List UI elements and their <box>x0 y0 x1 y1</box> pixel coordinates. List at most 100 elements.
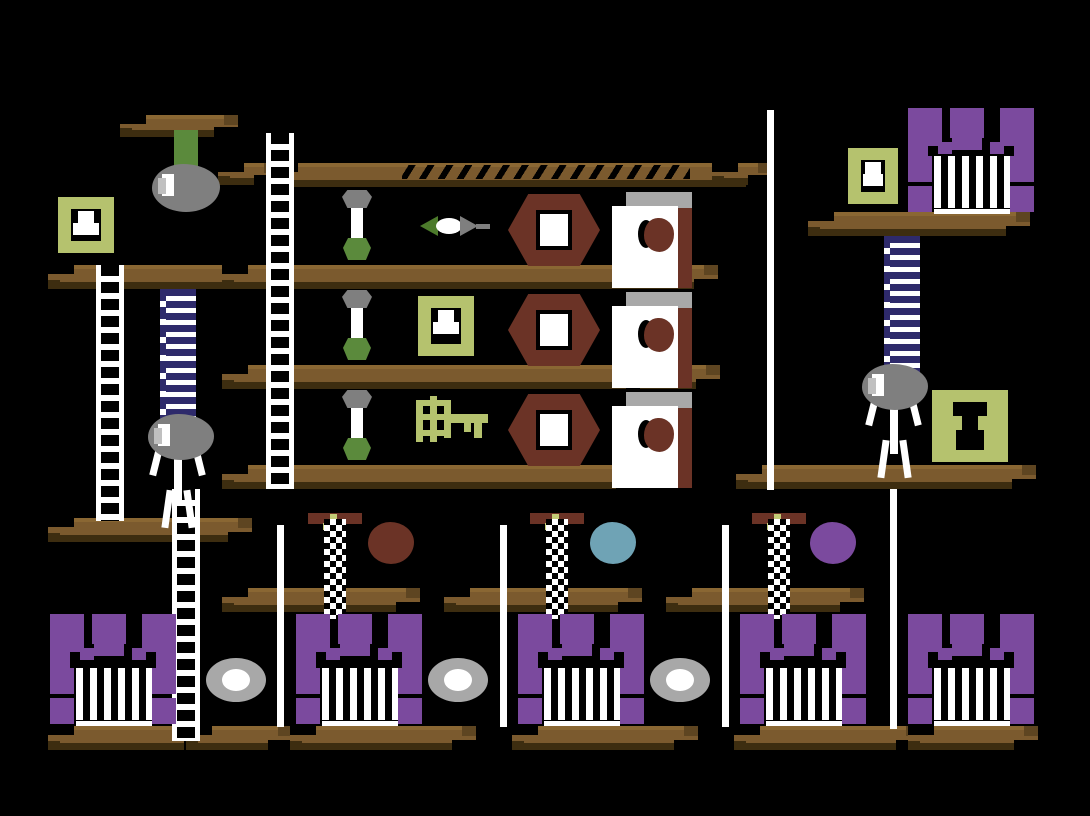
gate-bottom-4-frame-right-low <box>842 698 866 724</box>
hexagon-row2-group[interactable] <box>508 294 600 366</box>
pickup-key[interactable] <box>416 396 488 446</box>
ball-purple[interactable] <box>810 522 856 564</box>
gate-bottom-2-arch-block <box>296 614 330 644</box>
platform-highlight <box>444 588 642 592</box>
platform-hatching <box>402 165 690 179</box>
item-box-left-top[interactable] <box>58 197 114 253</box>
gate-bottom-4-arch-block <box>822 648 836 660</box>
platform-right-notch <box>840 602 864 612</box>
ladder-bottom[interactable] <box>172 489 200 741</box>
ball-blue[interactable] <box>590 522 636 564</box>
ground-e <box>734 726 920 750</box>
rope-right[interactable] <box>884 236 920 372</box>
ring-2[interactable] <box>428 658 488 702</box>
platform-shadow <box>908 743 1038 750</box>
platform-shadow <box>736 482 1036 489</box>
keyhole-plaque[interactable] <box>932 390 1008 462</box>
boulder-player-right[interactable] <box>862 364 928 410</box>
pole-right-vert[interactable] <box>890 489 897 729</box>
platform-highlight <box>222 365 650 369</box>
hexagon-row1-group[interactable] <box>508 194 600 266</box>
checker-pole-c[interactable] <box>768 519 790 619</box>
item-box-mid[interactable] <box>418 296 474 356</box>
platform-left-underside <box>222 480 234 489</box>
gate-bottom-3-arch <box>518 614 644 668</box>
pickup-key-bow-cross <box>416 414 451 420</box>
pole-low-a[interactable] <box>277 525 284 727</box>
platform-right-notch <box>396 602 420 612</box>
ball-brown[interactable] <box>368 522 414 564</box>
checker-pole-c-group[interactable] <box>744 513 814 627</box>
spring-post-row2[interactable] <box>342 290 372 362</box>
checker-pole-b[interactable] <box>546 519 568 619</box>
platform-shadow <box>222 482 640 489</box>
gate-bottom-3[interactable] <box>518 614 644 726</box>
ring-3[interactable] <box>650 658 710 702</box>
crate-row2-lid <box>626 292 692 308</box>
ladder-left-long[interactable] <box>96 265 124 521</box>
gate-bottom-4-bars <box>766 668 842 720</box>
spring-post-row1[interactable] <box>342 190 372 262</box>
player-right-torso <box>890 398 898 454</box>
platform-left-underside <box>222 380 234 389</box>
item-box-right-top[interactable] <box>848 148 898 204</box>
rope-left[interactable] <box>160 289 196 429</box>
gate-top-right[interactable] <box>908 108 1034 214</box>
boulder-player-right-group[interactable] <box>862 364 928 410</box>
checker-pole-b-group[interactable] <box>522 513 592 627</box>
ladder-rungs <box>101 265 119 521</box>
ladder-mid-long[interactable] <box>266 133 294 489</box>
spring-post-row2-foot <box>343 338 371 360</box>
platform-highlight <box>712 163 772 167</box>
player-right[interactable] <box>862 380 930 479</box>
checker-pole-a-dot-a <box>330 514 337 521</box>
boulder-hanging-top-shade <box>158 178 166 194</box>
right-shelf-row4 <box>736 465 1036 489</box>
gate-bottom-2[interactable] <box>296 614 422 726</box>
pickup-key-ward-a <box>474 422 482 438</box>
boulder-hanging-top[interactable] <box>152 164 220 212</box>
flying-dart[interactable] <box>420 214 490 238</box>
checker-pole-a[interactable] <box>324 519 346 619</box>
gate-bottom-3-arch-block <box>610 614 644 644</box>
gate-bottom-4-arch-block <box>740 614 774 644</box>
spring-post-row3[interactable] <box>342 390 372 462</box>
hexagon-row3-group[interactable] <box>508 394 600 466</box>
upper-right-stub <box>712 163 772 185</box>
gate-bottom-1[interactable] <box>50 614 176 726</box>
boulder-hanging-top-group[interactable] <box>152 130 220 214</box>
crate-row1[interactable] <box>612 192 694 288</box>
gate-bottom-4-arch-block <box>846 642 866 668</box>
gate-bottom-3-arch-block <box>548 648 562 660</box>
platform-shadow <box>48 282 246 289</box>
crate-row3[interactable] <box>612 392 694 488</box>
item-box-mid-glyph-body <box>433 322 459 334</box>
gate-bottom-5[interactable] <box>908 614 1034 726</box>
gate-bottom-2-bars <box>322 668 398 720</box>
player-left[interactable] <box>146 430 214 529</box>
gate-bottom-5-arch-block <box>938 648 952 660</box>
boulder-player-left-group[interactable] <box>148 414 214 460</box>
gate-top-right-arch-block <box>908 108 942 138</box>
gate-bottom-1-arch-block <box>50 642 70 668</box>
boulder-player-left[interactable] <box>148 414 214 460</box>
gate-bottom-2-frame-right <box>398 668 422 694</box>
gate-bottom-5-frame-right <box>1010 668 1034 694</box>
pole-upper-right[interactable] <box>767 110 774 490</box>
platform-right-top <box>1016 212 1030 222</box>
pole-low-b[interactable] <box>500 525 507 727</box>
platform-right-top <box>706 365 720 375</box>
ring-1[interactable] <box>206 658 266 702</box>
platform-shadow <box>290 743 476 750</box>
gate-top-right-arch-block <box>1000 108 1034 138</box>
player-left-leg-left <box>161 489 174 529</box>
crate-row2[interactable] <box>612 292 694 388</box>
gate-bottom-2-arch-block <box>296 642 316 668</box>
gate-bottom-4[interactable] <box>740 614 866 726</box>
checker-pole-a-group[interactable] <box>300 513 370 627</box>
rope-left-strands <box>160 289 166 429</box>
platform-right-notch <box>228 532 252 542</box>
platform-right-top <box>758 163 772 173</box>
pole-low-c[interactable] <box>722 525 729 727</box>
